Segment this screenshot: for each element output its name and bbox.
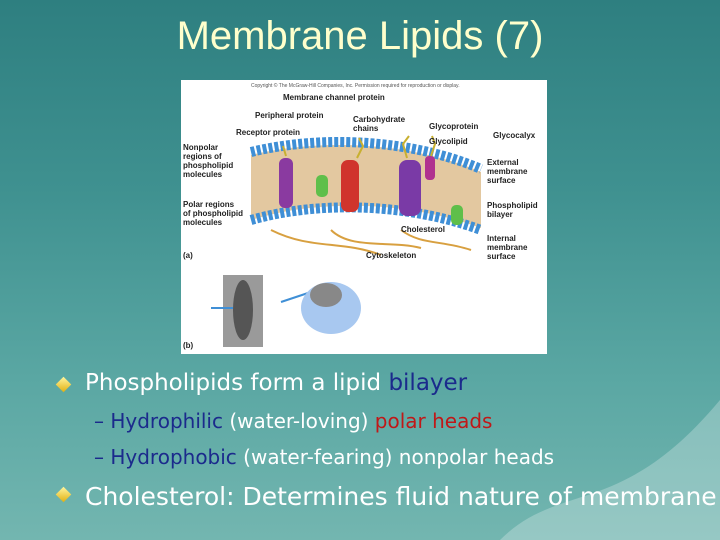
bullet-phospholipids: Phospholipids form a lipid bilayer xyxy=(85,370,467,396)
label-internal-1: Internal xyxy=(487,234,516,243)
label-membrane-channel-protein: Membrane channel protein xyxy=(283,93,385,102)
label-external-1: External xyxy=(487,158,519,167)
sub-bullet-dash: – xyxy=(94,445,111,469)
bullet-diamond-2 xyxy=(55,486,72,503)
slide-title: Membrane Lipids (7) xyxy=(176,14,544,58)
bullet-bilayer-highlight: bilayer xyxy=(388,370,468,396)
label-polar-3: molecules xyxy=(183,218,223,227)
label-internal-2: membrane xyxy=(487,243,528,252)
label-panel-b: (b) xyxy=(183,341,194,350)
label-panel-a: (a) xyxy=(183,251,193,260)
micrograph-membrane-shape xyxy=(233,280,253,340)
label-bilayer-2: bilayer xyxy=(487,210,513,219)
sub-bullet-dash: – xyxy=(94,409,111,433)
term-hydrophobic: Hydrophobic xyxy=(110,445,237,469)
label-nonpolar-2: regions of xyxy=(183,152,222,161)
channel-protein-shape xyxy=(341,160,359,212)
label-cytoskeleton: Cytoskeleton xyxy=(366,251,416,260)
label-bilayer-1: Phospholipid xyxy=(487,201,538,210)
polar-heads-highlight: polar heads xyxy=(374,409,493,433)
term-hydrophilic: Hydrophilic xyxy=(110,409,223,433)
cell-membrane-diagram: Copyright © The McGraw-Hill Companies, I… xyxy=(183,82,538,350)
membrane-figure: Copyright © The McGraw-Hill Companies, I… xyxy=(181,80,547,354)
hydrophilic-description: (water-loving) xyxy=(223,409,375,433)
label-glycocalyx: Glycocalyx xyxy=(493,131,536,140)
label-external-3: surface xyxy=(487,176,516,185)
hydrophobic-description: (water-fearing) nonpolar heads xyxy=(236,445,555,469)
glycoprotein-shape xyxy=(399,160,421,216)
label-receptor-protein: Receptor protein xyxy=(236,128,300,137)
sub-bullet-hydrophilic: – Hydrophilic (water-loving) polar heads xyxy=(94,409,492,433)
organelle-illustration xyxy=(310,283,342,307)
label-nonpolar-1: Nonpolar xyxy=(183,143,218,152)
background-wave-decoration xyxy=(500,400,720,540)
sub-bullet-hydrophobic: – Hydrophobic (water-fearing) nonpolar h… xyxy=(94,445,554,469)
label-carbohydrate: Carbohydrate xyxy=(353,115,406,124)
label-internal-3: surface xyxy=(487,252,516,261)
peripheral-protein-shape xyxy=(316,175,328,197)
label-glycoprotein: Glycoprotein xyxy=(429,122,478,131)
label-chains: chains xyxy=(353,124,379,133)
label-nonpolar-3: phospholipid xyxy=(183,161,233,170)
label-nonpolar-4: molecules xyxy=(183,170,223,179)
label-polar-2: of phospholipid xyxy=(183,209,243,218)
receptor-protein-shape xyxy=(279,158,293,208)
figure-copyright: Copyright © The McGraw-Hill Companies, I… xyxy=(251,82,460,89)
label-polar-1: Polar regions xyxy=(183,200,235,209)
label-peripheral-protein: Peripheral protein xyxy=(255,111,324,120)
bullet-diamond-1 xyxy=(55,376,72,393)
label-glycolipid: Glycolipid xyxy=(429,137,468,146)
bullet-cholesterol: Cholesterol: Determines fluid nature of … xyxy=(85,482,717,511)
bullet-phospholipids-text: Phospholipids form a lipid xyxy=(85,370,389,396)
label-external-2: membrane xyxy=(487,167,528,176)
label-cholesterol: Cholesterol xyxy=(401,225,445,234)
internal-protein-shape xyxy=(451,205,463,225)
glycolipid-shape xyxy=(425,156,435,180)
